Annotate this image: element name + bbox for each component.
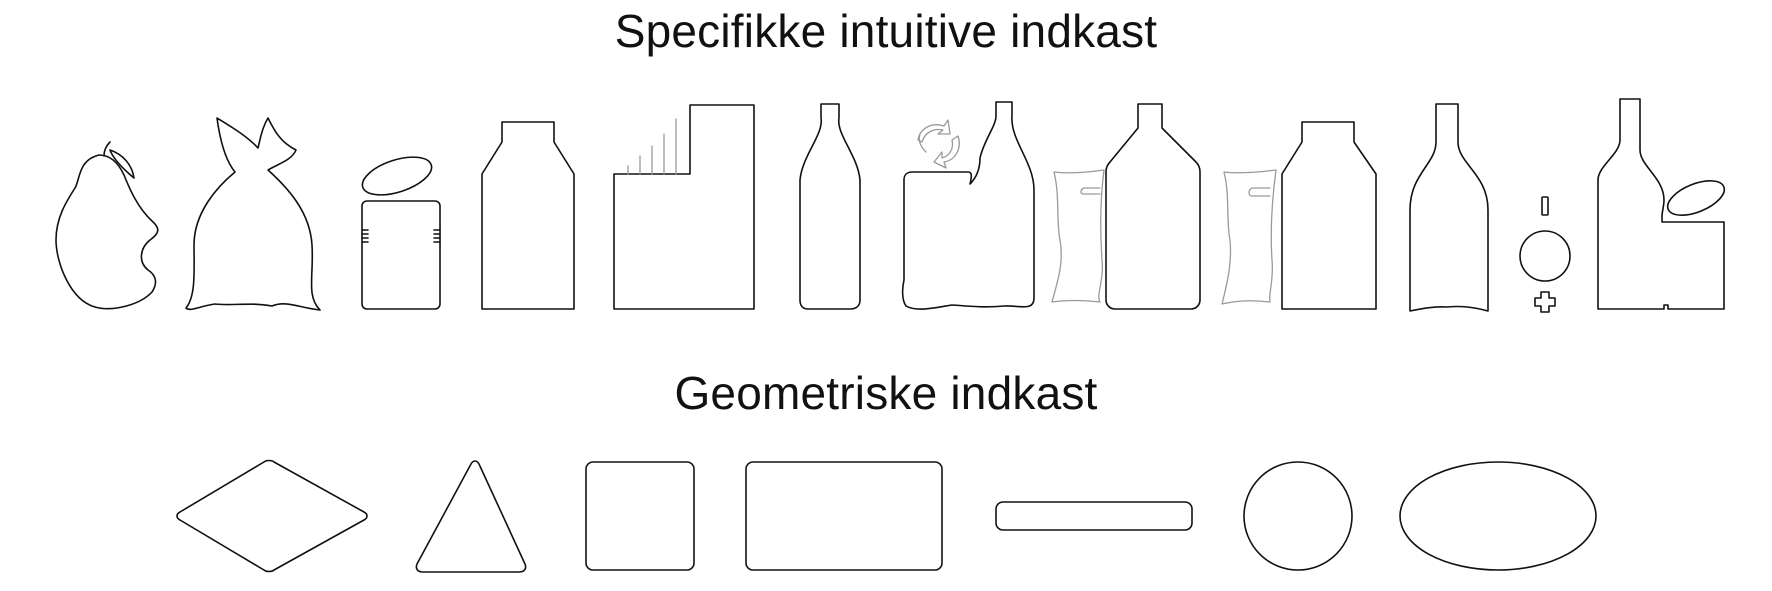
rectangle-shape bbox=[745, 461, 943, 571]
pouch-bottle-icon bbox=[1051, 103, 1201, 310]
circle-shape bbox=[1243, 461, 1353, 571]
waste-bag-icon bbox=[185, 117, 321, 311]
recycle-can-bottle-icon bbox=[901, 101, 1035, 310]
bottle-icon bbox=[799, 103, 861, 310]
pouch-carton-icon bbox=[1221, 121, 1377, 310]
bottle-can-combo-icon bbox=[1597, 98, 1726, 310]
diamond-shape bbox=[176, 459, 368, 573]
ellipse-shape bbox=[1399, 461, 1597, 571]
square-shape bbox=[585, 461, 695, 571]
milk-carton-icon bbox=[481, 121, 575, 310]
slot-shape bbox=[995, 501, 1193, 531]
battery-icon bbox=[1519, 196, 1571, 313]
cardboard-box-icon bbox=[613, 104, 755, 310]
title-geometric-slots: Geometriske indkast bbox=[674, 367, 1098, 419]
wine-bottle-icon bbox=[1409, 103, 1489, 312]
triangle-shape bbox=[415, 460, 527, 573]
pear-icon bbox=[55, 141, 159, 310]
title-specific-intuitive-slots: Specifikke intuitive indkast bbox=[614, 5, 1158, 57]
open-can-icon bbox=[361, 156, 441, 310]
